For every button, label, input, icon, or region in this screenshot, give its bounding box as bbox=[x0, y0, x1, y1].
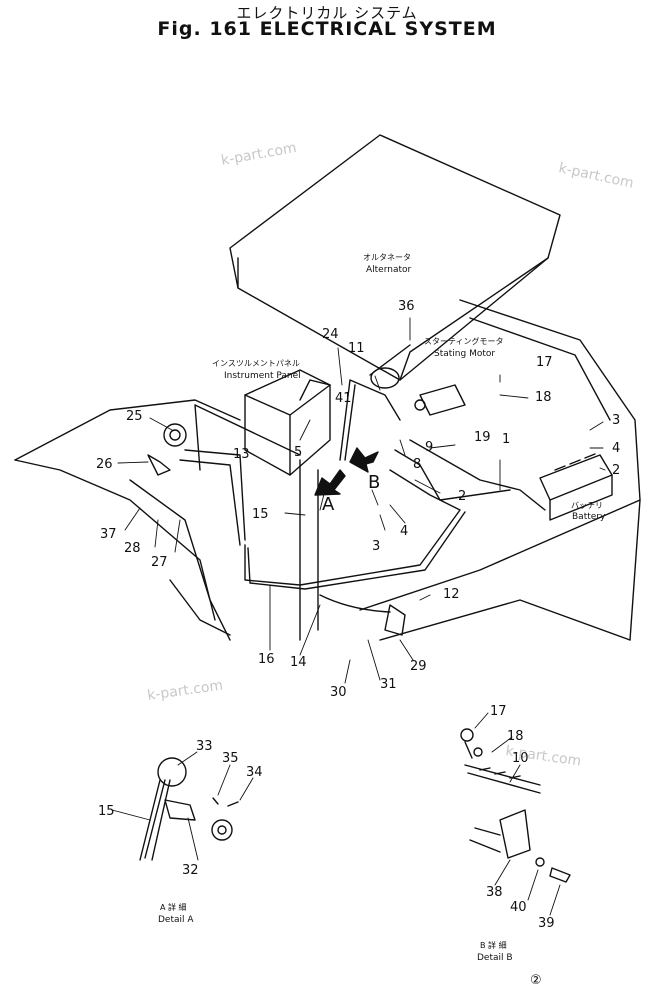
instrument-panel-box bbox=[244, 369, 331, 476]
harness-12 bbox=[244, 469, 461, 586]
part-callout: 3 bbox=[372, 539, 380, 554]
part-callout: 30 bbox=[330, 685, 347, 700]
part-callout: 2 bbox=[612, 463, 620, 478]
part-callout: 3 bbox=[612, 413, 620, 428]
part-callout: 15 bbox=[252, 507, 269, 522]
part-callout: 40 bbox=[510, 900, 527, 915]
battery-label: Battery bbox=[572, 512, 606, 522]
alternator bbox=[370, 367, 400, 389]
detail-a-knob bbox=[157, 757, 187, 787]
harness-13 bbox=[184, 449, 246, 541]
watermark-2: k-part.com bbox=[557, 160, 635, 192]
part-callout: 26 bbox=[96, 457, 113, 472]
part-callout: 28 bbox=[124, 541, 141, 556]
watermark-1: k-part.com bbox=[220, 140, 298, 169]
part-callout: 14 bbox=[290, 655, 307, 670]
detail-a-label-jp: A 詳 細 bbox=[160, 902, 187, 912]
part-callout: 41 bbox=[335, 391, 352, 406]
part-callout: 38 bbox=[486, 885, 503, 900]
part-callout: 39 bbox=[538, 916, 555, 931]
detail-b-label-jp: B 詳 細 bbox=[480, 940, 507, 950]
alternator-label: Alternator bbox=[366, 265, 412, 275]
watermark-3: k-part.com bbox=[146, 678, 224, 704]
harness-11 bbox=[339, 379, 401, 461]
part-callout: 9 bbox=[425, 440, 433, 455]
detail-b-label: Detail B bbox=[477, 953, 513, 963]
arrow-a-label: A bbox=[322, 494, 335, 515]
part-callout: 37 bbox=[100, 527, 117, 542]
part-callout: 8 bbox=[413, 457, 421, 472]
instrument-panel-label: Instrument Panel bbox=[224, 371, 301, 381]
arrow-a bbox=[314, 469, 346, 496]
figure-title: Fig. 161 ELECTRICAL SYSTEM bbox=[157, 18, 497, 40]
part-callout: 11 bbox=[348, 341, 365, 356]
part-callout: 17 bbox=[490, 704, 507, 719]
part-callout: 13 bbox=[233, 447, 250, 462]
part-callout: 36 bbox=[398, 299, 415, 314]
starting-motor-label-jp: スターティングモータ bbox=[424, 336, 504, 346]
detail-b-bolt bbox=[460, 728, 474, 742]
detail-b-wire bbox=[464, 764, 541, 794]
title-japanese: エレクトリカル システム bbox=[236, 4, 418, 22]
alternator-label-jp: オルタネータ bbox=[363, 253, 411, 262]
body-left bbox=[14, 399, 241, 461]
frame-right bbox=[459, 299, 641, 641]
part-callout: 2 bbox=[458, 489, 466, 504]
part-callout: 4 bbox=[612, 441, 620, 456]
arrow-b bbox=[349, 447, 379, 473]
part-callout: 31 bbox=[380, 677, 397, 692]
part-callout: 18 bbox=[507, 729, 524, 744]
part-callout: 12 bbox=[443, 587, 460, 602]
part-callout: 4 bbox=[400, 524, 408, 539]
starting-motor bbox=[419, 384, 466, 416]
detail-b-bracket bbox=[499, 809, 531, 859]
part-callout: 33 bbox=[196, 739, 213, 754]
detail-a-grommet bbox=[211, 819, 233, 841]
part-callout: 29 bbox=[410, 659, 427, 674]
part-callout: 27 bbox=[151, 555, 168, 570]
part-callout: 18 bbox=[535, 390, 552, 405]
battery-label-jp: バッテリ bbox=[571, 501, 603, 510]
arrow-b-label: B bbox=[368, 472, 380, 493]
part-callout: 32 bbox=[182, 863, 199, 878]
instrument-panel-label-jp: インスツルメントパネル bbox=[212, 359, 300, 368]
part-callout: 34 bbox=[246, 765, 263, 780]
part-callout: 15 bbox=[98, 804, 115, 819]
starting-motor-label: Stating Motor bbox=[434, 349, 495, 359]
part-callout: 16 bbox=[258, 652, 275, 667]
sender-29 bbox=[384, 604, 406, 636]
part-callout: 19 bbox=[474, 430, 491, 445]
part-callout: 17 bbox=[536, 355, 553, 370]
part-callout: 25 bbox=[126, 409, 143, 424]
part-callout: 35 bbox=[222, 751, 239, 766]
part-callout: 10 bbox=[512, 751, 529, 766]
detail-a-label: Detail A bbox=[158, 915, 194, 925]
part-callout: 5 bbox=[294, 445, 302, 460]
part-callout: 1 bbox=[502, 432, 510, 447]
pillar bbox=[299, 459, 319, 641]
sheet-number: ② bbox=[530, 973, 542, 988]
horn bbox=[163, 423, 187, 447]
part-callout: 24 bbox=[322, 327, 339, 342]
